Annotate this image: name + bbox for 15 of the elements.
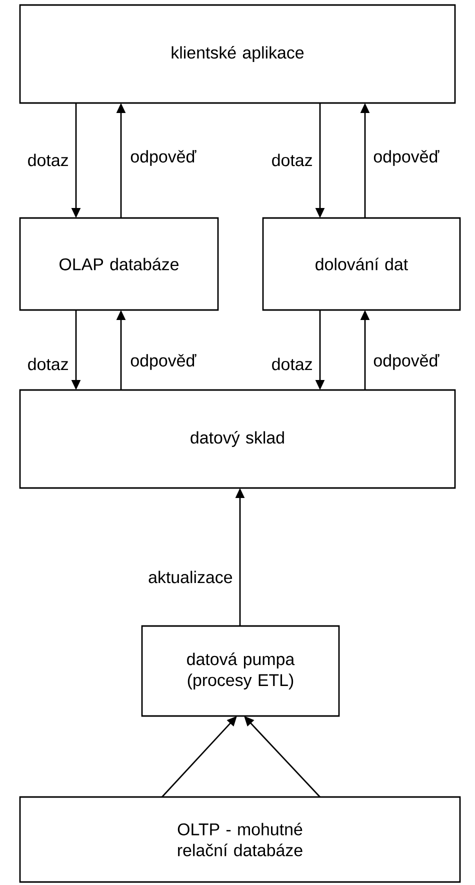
process-box: OLAP databáze: [19, 217, 219, 311]
process-box: OLTP - mohutné relační databáze: [19, 796, 461, 883]
edge-label: dotaz: [270, 152, 314, 168]
process-box: dolování dat: [262, 217, 461, 311]
edge-label: odpověď: [129, 149, 198, 167]
process-box: datový sklad: [19, 389, 456, 489]
edge-label: odpověď: [129, 353, 198, 371]
edge-label: dotaz: [270, 356, 314, 372]
edge-label: odpověď: [372, 353, 440, 371]
process-box: datová pumpa (procesy ETL): [141, 625, 340, 717]
edge-label: odpověď: [372, 149, 440, 167]
edge-label: aktualizace: [147, 570, 234, 584]
edge-label: dotaz: [26, 356, 70, 372]
process-box: klientské aplikace: [19, 4, 456, 104]
edge-label: dotaz: [26, 152, 70, 168]
